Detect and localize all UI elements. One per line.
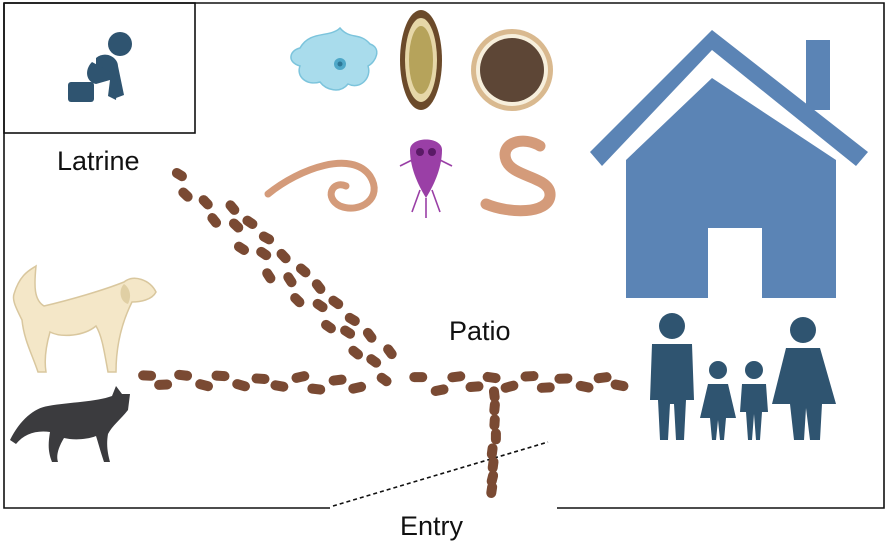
feces-pellet [211, 370, 230, 382]
feces-pellet [207, 213, 222, 228]
patio-label: Patio [449, 316, 511, 346]
feces-pellet [233, 241, 250, 255]
parasite-egg-oval-icon [400, 10, 442, 110]
feces-pellet [283, 272, 297, 288]
feces-pellet [593, 372, 612, 384]
parasite-egg-round-icon [471, 29, 553, 111]
feces-pellet [489, 414, 500, 431]
feces-pellet [482, 371, 501, 384]
feces-pellet [362, 327, 377, 343]
entry-label: Entry [400, 511, 464, 541]
cat-icon [10, 386, 130, 462]
feces-pellet [312, 298, 328, 313]
feces-pellet [430, 384, 449, 396]
coiled-larva-icon [264, 159, 378, 212]
giardia-icon [399, 139, 453, 218]
feces-pellet [554, 373, 573, 384]
feces-pellet [376, 372, 392, 387]
feces-pellet [575, 380, 594, 393]
feces-pellet [251, 373, 270, 384]
feces-pellet [348, 345, 364, 360]
feces-pellet [486, 443, 498, 460]
feces-pellet [321, 319, 336, 334]
person-on-latrine-icon [68, 32, 132, 102]
house-icon [590, 30, 868, 298]
feces-pellet [307, 383, 326, 395]
feces-pellet [328, 374, 347, 386]
feces-pellet [340, 325, 356, 339]
feces-pellet [486, 470, 499, 487]
feces-pellet [138, 370, 157, 381]
family-icon [650, 313, 836, 440]
feces-pellet [171, 168, 187, 182]
feces-pellet [328, 295, 344, 310]
feces-pellet [536, 382, 555, 393]
feces-pellet [487, 456, 499, 473]
feces-pellet [290, 292, 305, 308]
feces-pellet [409, 372, 428, 383]
feces-pellet [154, 379, 173, 390]
feces-pellet [348, 381, 367, 394]
feces-pellet [276, 248, 291, 264]
feces-pellet [520, 371, 539, 382]
feces-pellet [258, 231, 275, 245]
roundworm-icon [480, 135, 556, 217]
feces-pellet [447, 371, 466, 383]
feces-pellet [225, 200, 240, 215]
feces-pellet [366, 354, 382, 368]
patio-boundary [3, 2, 885, 509]
feces-pellet [195, 379, 213, 392]
feces-pellet [295, 263, 311, 278]
feces-trails [138, 168, 629, 498]
feces-pellet [232, 379, 250, 392]
feces-pellet [383, 344, 397, 360]
feces-pellet [174, 369, 193, 381]
feces-pellet [311, 279, 326, 294]
feces-pellet [344, 312, 360, 326]
feces-pellet [291, 371, 310, 383]
feces-pellet [489, 399, 500, 416]
feces-pellet [488, 386, 500, 403]
feces-pellet [256, 246, 272, 261]
feces-pellet [486, 482, 498, 498]
feces-pellet [490, 428, 501, 445]
feces-pellet [178, 187, 193, 202]
feces-pellet [228, 218, 244, 233]
latrine-label: Latrine [57, 146, 140, 176]
feces-pellet [465, 381, 484, 393]
feces-pellet [242, 215, 258, 229]
feces-pellet [500, 380, 519, 393]
feces-pellet [262, 268, 276, 284]
dog-icon [12, 264, 157, 373]
feces-pellet [270, 380, 289, 392]
feces-pellet [610, 379, 629, 392]
amoeba-icon [290, 26, 378, 91]
entry-line [332, 441, 549, 507]
feces-pellet [198, 195, 213, 210]
